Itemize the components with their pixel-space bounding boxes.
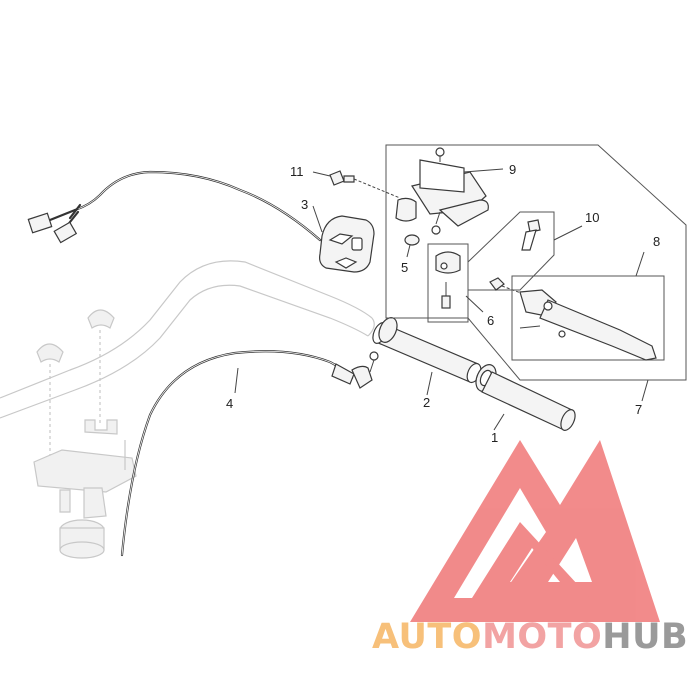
- callout-9: 9: [509, 162, 516, 177]
- callout-2: 2: [423, 395, 430, 410]
- ring-part: [404, 234, 420, 246]
- pivot-screw-subassembly-part: [467, 211, 555, 301]
- handlebar-ghost: [0, 260, 375, 419]
- callout-6: 6: [487, 313, 494, 328]
- callout-labels: 1 2 3 4 5 6 7 8 9 10 11: [226, 162, 660, 445]
- logo-outer-mark: [410, 440, 660, 622]
- callout-1: 1: [491, 430, 498, 445]
- clamp-subassembly-part: [427, 243, 469, 323]
- callout-4: 4: [226, 396, 233, 411]
- bolt-part: [329, 170, 401, 199]
- callout-5: 5: [401, 260, 408, 275]
- leader-lines: [234, 168, 649, 431]
- callout-7: 7: [635, 402, 642, 417]
- brake-lever-part: [511, 275, 665, 361]
- svg-text:AUTOMOTOHUB: AUTOMOTOHUB: [372, 617, 688, 657]
- logo-inner-mark: [472, 522, 590, 598]
- callout-10: 10: [585, 210, 599, 225]
- watermark-logo: [410, 440, 660, 622]
- mount-bracket-part: [395, 147, 489, 235]
- callout-3: 3: [301, 197, 308, 212]
- watermark-word-hub: HUB: [602, 617, 688, 657]
- grip-outer-part: [475, 364, 576, 431]
- watermark-wordmark: AUTOMOTOHUB: [372, 617, 688, 657]
- wiring-harness: [27, 170, 322, 244]
- handlebar-clamp-ghost: [33, 309, 137, 559]
- watermark-word-moto: MOTO: [482, 617, 602, 657]
- callout-11: 11: [290, 164, 304, 179]
- grip-inner-part: [372, 317, 482, 384]
- cable-part: [120, 350, 379, 557]
- watermark-word-auto: AUTO: [372, 617, 482, 657]
- callout-8: 8: [653, 234, 660, 249]
- switch-housing-part: [319, 215, 375, 273]
